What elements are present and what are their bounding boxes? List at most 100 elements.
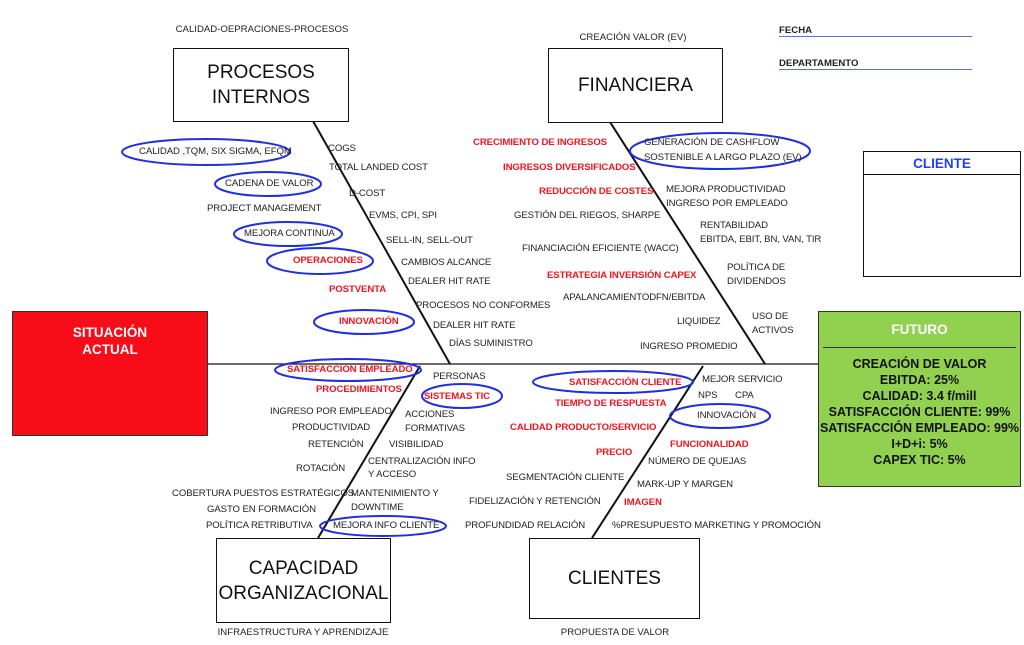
metric-label: TOTAL LANDED COST xyxy=(329,162,428,173)
metric-label: PROFUNDIDAD RELACIÓN xyxy=(465,520,586,531)
box-title: CLIENTES xyxy=(568,568,661,589)
category-box-capacidad: CAPACIDAD ORGANIZACIONAL xyxy=(216,538,391,623)
category-factor-label: FUNCIONALIDAD xyxy=(670,439,749,450)
metric-label: DEALER HIT RATE xyxy=(433,320,516,331)
category-factor-label: REDUCCIÓN DE COSTES xyxy=(539,186,654,197)
metric-label: FINANCIACIÓN EFICIENTE (WACC) xyxy=(522,243,679,254)
metric-label: MANTENIMIENTO Y xyxy=(351,488,439,499)
bone-clientes xyxy=(591,365,704,539)
fecha-label: FECHA xyxy=(779,25,813,36)
metric-label: GASTO EN FORMACIÓN xyxy=(207,504,316,515)
metric-label: GENERACIÓN DE CASHFLOW xyxy=(644,137,780,148)
category-factor-label: ESTRATEGIA INVERSIÓN CAPEX xyxy=(547,270,697,281)
metric-label: D-COST xyxy=(349,188,386,199)
metric-label: ACCIONES xyxy=(405,409,455,420)
metric-label: RENTABILIDAD xyxy=(700,220,768,231)
metric-label: SEGMENTACIÓN CLIENTE xyxy=(506,472,625,483)
metric-label: MEJOR SERVICIO xyxy=(702,374,783,385)
metric-label: POLÍTICA DE xyxy=(727,262,786,273)
futuro-line: SATISFACCIÓN CLIENTE: 99% xyxy=(828,405,1011,419)
category-factor-label: SISTEMAS TIC xyxy=(424,391,490,402)
box-title: FINANCIERA xyxy=(577,75,694,96)
metric-label: LIQUIDEZ xyxy=(677,316,721,327)
metric-label: PRODUCTIVIDAD xyxy=(292,422,371,433)
box-title-line: ORGANIZACIONAL xyxy=(218,582,389,604)
category-factor-label: CRECIMIENTO DE INGRESOS xyxy=(473,137,607,148)
metric-label: PROCESOS NO CONFORMES xyxy=(416,300,551,311)
departamento-label: DEPARTAMENTO xyxy=(779,58,859,69)
category-box-clientes: CLIENTES xyxy=(529,538,700,619)
metric-label: EBITDA, EBIT, BN, VAN, TIR xyxy=(700,234,822,245)
category-factor-label: IMAGEN xyxy=(624,497,662,508)
futuro-line: CALIDAD: 3.4 f/mill xyxy=(862,389,977,403)
metric-label: CAMBIOS ALCANCE xyxy=(401,257,492,268)
metric-label: DÍAS SUMINISTRO xyxy=(449,338,533,349)
metric-label: PROJECT MANAGEMENT xyxy=(207,203,322,214)
metric-label: INGRESO POR EMPLEADO xyxy=(270,406,392,417)
highlight-ellipse xyxy=(629,132,811,170)
metric-label: NPS xyxy=(698,390,718,401)
metric-label: DEALER HIT RATE xyxy=(408,276,491,287)
metric-label: INNOVACIÓN xyxy=(697,410,757,421)
category-factor-label: SATISFACCION EMPLEADO xyxy=(287,364,413,375)
metric-label: MEJORA INFO CLIENTE xyxy=(333,520,440,531)
cliente-box: CLIENTE xyxy=(863,151,1021,277)
highlight-ellipse xyxy=(274,358,422,382)
metric-label: ACTIVOS xyxy=(752,325,794,336)
metric-label: CPA xyxy=(735,390,754,401)
metric-label: SELL-IN, SELL-OUT xyxy=(386,235,473,246)
bone-capacidad xyxy=(317,365,421,539)
category-factor-label: PRECIO xyxy=(596,447,633,458)
caption-clientes: PROPUESTA DE VALOR xyxy=(560,627,670,638)
category-factor-label: INGRESOS DIVERSIFICADOS xyxy=(503,162,636,173)
situacion-title-line: ACTUAL xyxy=(82,342,138,357)
fecha-field[interactable]: FECHA xyxy=(779,25,972,37)
category-factor-label: TIEMPO DE RESPUESTA xyxy=(555,398,667,409)
metric-label: SOSTENIBLE A LARGO PLAZO (EV) xyxy=(644,152,802,163)
category-factor-label: CALIDAD PRODUCTO/SERVICIO xyxy=(510,422,657,433)
highlight-ellipse xyxy=(313,309,415,335)
category-factor-label: INNOVACIÓN xyxy=(339,316,399,327)
highlight-ellipse xyxy=(532,370,694,394)
cliente-title: CLIENTE xyxy=(864,152,1020,175)
highlight-ellipse xyxy=(214,171,322,197)
highlight-ellipse xyxy=(233,221,343,247)
metric-label: DIVIDENDOS xyxy=(727,276,786,287)
box-title-line: PROCESOS xyxy=(207,62,315,83)
metric-label: Y ACCESO xyxy=(368,469,417,480)
caption-procesos: CALIDAD-OEPRACIONES-PROCESOS xyxy=(175,24,349,35)
metric-label: MEJORA CONTINUA xyxy=(244,228,335,239)
category-factor-label: PROCEDIMIENTOS xyxy=(316,384,402,395)
caption-financiera: CREACIÓN VALOR (EV) xyxy=(579,32,687,43)
futuro-divider xyxy=(823,347,1016,348)
box-title-line: CAPACIDAD xyxy=(248,557,359,579)
metric-label: COGS xyxy=(328,143,356,154)
metric-label: INGRESO PROMEDIO xyxy=(640,341,738,352)
metric-label: DOWNTIME xyxy=(351,502,404,513)
category-factor-label: OPERACIONES xyxy=(293,255,363,266)
metric-label: CALIDAD ,TQM, SIX SIGMA, EFQM xyxy=(139,146,292,157)
metric-label: COBERTURA PUESTOS ESTRATÉGICOS xyxy=(172,488,354,499)
futuro-line: CREACIÓN DE VALOR xyxy=(852,357,987,371)
category-factor-label: SATISFACCIÓN CLIENTE xyxy=(569,377,682,388)
departamento-field[interactable]: DEPARTAMENTO xyxy=(779,58,972,70)
metric-label: NÚMERO DE QUEJAS xyxy=(648,456,747,467)
metric-label: INGRESO POR EMPLEADO xyxy=(666,198,788,209)
metric-label: POLÍTICA RETRIBUTIVA xyxy=(206,520,313,531)
highlight-ellipse xyxy=(319,515,447,537)
caption-capacidad: INFRAESTRUCTURA Y APRENDIZAJE xyxy=(217,627,389,638)
metric-label: APALANCAMIENTODFN/EBITDA xyxy=(563,292,706,303)
metric-label: FORMATIVAS xyxy=(405,423,465,434)
futuro-box: FUTURO CREACIÓN DE VALOR EBITDA: 25% CAL… xyxy=(818,311,1021,487)
futuro-line: SATISFACCIÓN EMPLEADO: 99% xyxy=(819,421,1020,435)
highlight-ellipse xyxy=(669,403,771,429)
metric-label: CENTRALIZACIÓN INFO xyxy=(368,456,476,467)
bone-financiera xyxy=(609,121,766,365)
bone-procesos xyxy=(312,120,451,365)
category-factor-label: POSTVENTA xyxy=(329,284,387,295)
metric-label: CADENA DE VALOR xyxy=(225,178,314,189)
